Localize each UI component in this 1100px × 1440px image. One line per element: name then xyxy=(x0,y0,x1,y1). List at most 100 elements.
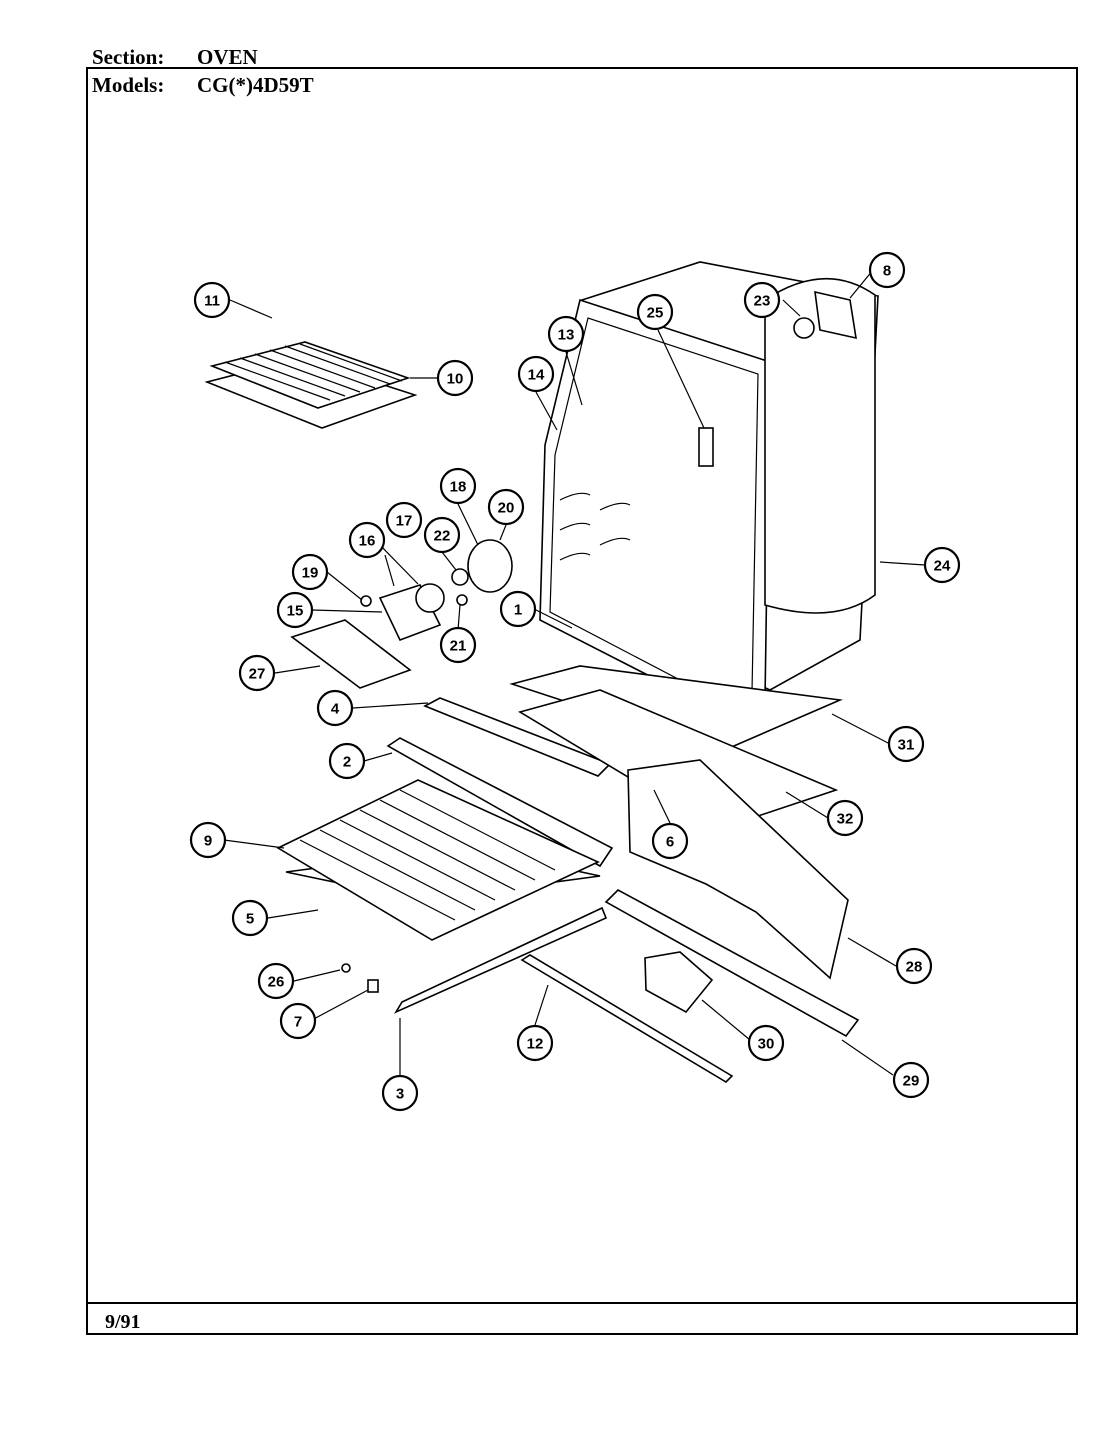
callout-circle xyxy=(868,251,906,289)
callout-26: 26 xyxy=(257,962,295,1000)
callout-28: 28 xyxy=(895,947,933,985)
callout-number: 26 xyxy=(268,974,285,991)
rail-part xyxy=(394,906,608,1014)
callout-32: 32 xyxy=(826,799,864,837)
callout-20: 20 xyxy=(487,488,525,526)
callout-18: 18 xyxy=(439,467,477,505)
callout-8: 8 xyxy=(868,251,906,289)
callout-11: 11 xyxy=(193,281,231,319)
callout-circle xyxy=(231,899,269,937)
models-label: Models: xyxy=(92,73,165,97)
callout-number: 5 xyxy=(246,911,254,928)
callout-number: 28 xyxy=(906,959,923,976)
callout-number: 20 xyxy=(498,500,515,517)
clip-part xyxy=(698,427,714,467)
callout-circle xyxy=(743,281,781,319)
callout-number: 21 xyxy=(450,638,467,655)
callout-number: 18 xyxy=(450,479,467,496)
callout-number: 29 xyxy=(903,1073,920,1090)
callout-number: 1 xyxy=(514,602,522,619)
callout-number: 32 xyxy=(837,811,854,828)
callout-number: 13 xyxy=(558,327,575,344)
callout-number: 4 xyxy=(331,701,340,718)
callout-number: 15 xyxy=(287,603,304,620)
bracket-part xyxy=(814,290,857,340)
callout-number: 14 xyxy=(528,367,545,384)
callout-16: 16 xyxy=(348,521,386,559)
callout-circle xyxy=(517,355,555,393)
callout-25: 25 xyxy=(636,293,674,331)
callout-30: 30 xyxy=(747,1024,785,1062)
footer-divider xyxy=(86,1302,1078,1304)
callout-19: 19 xyxy=(291,553,329,591)
callout-number: 31 xyxy=(898,737,915,754)
callout-circle xyxy=(887,725,925,763)
callout-number: 17 xyxy=(396,513,413,530)
callout-number: 19 xyxy=(302,565,319,582)
callout-circle xyxy=(516,1024,554,1062)
callout-circle xyxy=(439,626,477,664)
oven-liner-part xyxy=(539,261,879,713)
callout-number: 11 xyxy=(204,293,220,310)
callout-14: 14 xyxy=(517,355,555,393)
callout-circle xyxy=(238,654,276,692)
models-value: CG(*)4D59T xyxy=(197,73,314,97)
callout-3: 3 xyxy=(381,1074,419,1112)
section-label: Section: xyxy=(92,45,165,69)
callout-circle xyxy=(895,947,933,985)
callout-circle xyxy=(291,553,329,591)
callout-10: 10 xyxy=(436,359,474,397)
callout-circle xyxy=(381,1074,419,1112)
callout-5: 5 xyxy=(231,899,269,937)
callout-circle xyxy=(826,799,864,837)
callout-circle xyxy=(193,281,231,319)
callout-circle xyxy=(499,590,537,628)
callout-number: 12 xyxy=(527,1036,544,1053)
bar-part xyxy=(520,954,734,1084)
callout-9: 9 xyxy=(189,821,227,859)
plate-part xyxy=(290,619,412,689)
burner-assembly-part xyxy=(360,539,513,642)
callout-number: 9 xyxy=(204,833,212,850)
callout-circle xyxy=(279,1002,317,1040)
callout-circle xyxy=(316,689,354,727)
callout-circle xyxy=(436,359,474,397)
callout-6: 6 xyxy=(651,822,689,860)
callout-circle xyxy=(439,467,477,505)
callout-15: 15 xyxy=(276,591,314,629)
callout-27: 27 xyxy=(238,654,276,692)
callout-number: 2 xyxy=(343,754,351,771)
callout-number: 25 xyxy=(647,305,664,322)
callout-number: 10 xyxy=(447,371,464,388)
callout-circle xyxy=(276,591,314,629)
callout-circle xyxy=(651,822,689,860)
callout-2: 2 xyxy=(328,742,366,780)
callout-circle xyxy=(328,742,366,780)
callout-circle xyxy=(348,521,386,559)
callout-12: 12 xyxy=(516,1024,554,1062)
callout-number: 6 xyxy=(666,834,674,851)
callout-circle xyxy=(636,293,674,331)
callout-13: 13 xyxy=(547,315,585,353)
callout-17: 17 xyxy=(385,501,423,539)
callout-circle xyxy=(747,1024,785,1062)
callout-23: 23 xyxy=(743,281,781,319)
broiler-pan-part xyxy=(204,341,418,429)
clip-small-part xyxy=(367,979,379,993)
trim-vent-part xyxy=(386,737,614,868)
callout-circle xyxy=(892,1061,930,1099)
callout-21: 21 xyxy=(439,626,477,664)
box-part xyxy=(644,951,714,1014)
callout-number: 8 xyxy=(883,263,891,280)
channel-part xyxy=(604,889,860,1038)
callout-number: 30 xyxy=(758,1036,775,1053)
callout-number: 7 xyxy=(294,1014,302,1031)
callout-7: 7 xyxy=(279,1002,317,1040)
diagram-frame xyxy=(86,67,1078,1335)
callout-number: 22 xyxy=(434,528,451,545)
callout-29: 29 xyxy=(892,1061,930,1099)
leader-lines xyxy=(223,269,926,1076)
callout-31: 31 xyxy=(887,725,925,763)
callout-number: 27 xyxy=(249,666,266,683)
